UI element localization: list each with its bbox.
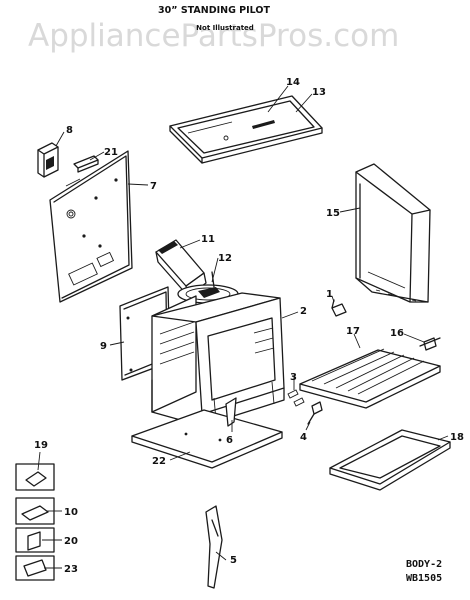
callout-23: 23	[64, 564, 78, 575]
callout-18: 18	[450, 432, 464, 443]
watermark-text: AppliancePartsPros.com	[28, 18, 399, 54]
callout-22: 22	[152, 456, 166, 467]
section-code: BODY-2	[406, 559, 442, 570]
right-side-panel-part	[355, 163, 431, 303]
callout-6: 6	[226, 435, 233, 446]
callout-15: 15	[326, 208, 340, 219]
callout-2: 2	[300, 306, 307, 317]
bottom-panel-part	[131, 409, 283, 469]
callout-14: 14	[286, 77, 300, 88]
screws-part	[287, 389, 305, 407]
small-part-19	[15, 463, 55, 491]
callout-7: 7	[150, 181, 157, 192]
callout-13: 13	[312, 87, 326, 98]
callout-17: 17	[346, 326, 360, 337]
back-panel-part	[49, 150, 133, 303]
oven-body-part	[151, 292, 285, 427]
door-hinge-part	[205, 505, 223, 589]
rack-support-part	[419, 337, 441, 351]
door-latch-part	[225, 397, 237, 427]
callout-19: 19	[34, 440, 48, 451]
callout-3: 3	[290, 372, 297, 383]
part-code: WB1505	[406, 573, 442, 584]
callout-5: 5	[230, 555, 237, 566]
callout-labels: 1 2 3 4 5 6 7 8 9 10 11 12 13 14 15 16 1…	[34, 77, 464, 575]
pilot-part	[331, 299, 347, 317]
callout-11: 11	[201, 234, 215, 245]
callout-9: 9	[100, 341, 107, 352]
callout-4: 4	[300, 432, 307, 443]
callout-1: 1	[326, 289, 333, 300]
callout-21: 21	[104, 147, 118, 158]
callout-10: 10	[64, 507, 78, 518]
broiler-pan-part	[329, 429, 451, 491]
knob-part	[307, 401, 323, 425]
diagram-subtitle: Not Illustrated	[196, 24, 254, 32]
small-bracket-part	[73, 155, 99, 173]
leader-lines	[37, 85, 449, 569]
callout-12: 12	[218, 253, 232, 264]
callout-20: 20	[64, 536, 78, 547]
callout-8: 8	[66, 125, 73, 136]
vent-bracket-part	[37, 142, 59, 178]
callout-16: 16	[390, 328, 404, 339]
diagram-title: 30” STANDING PILOT	[158, 5, 270, 16]
burner-box-cover-part	[169, 95, 323, 164]
oven-rack-part	[299, 348, 441, 409]
